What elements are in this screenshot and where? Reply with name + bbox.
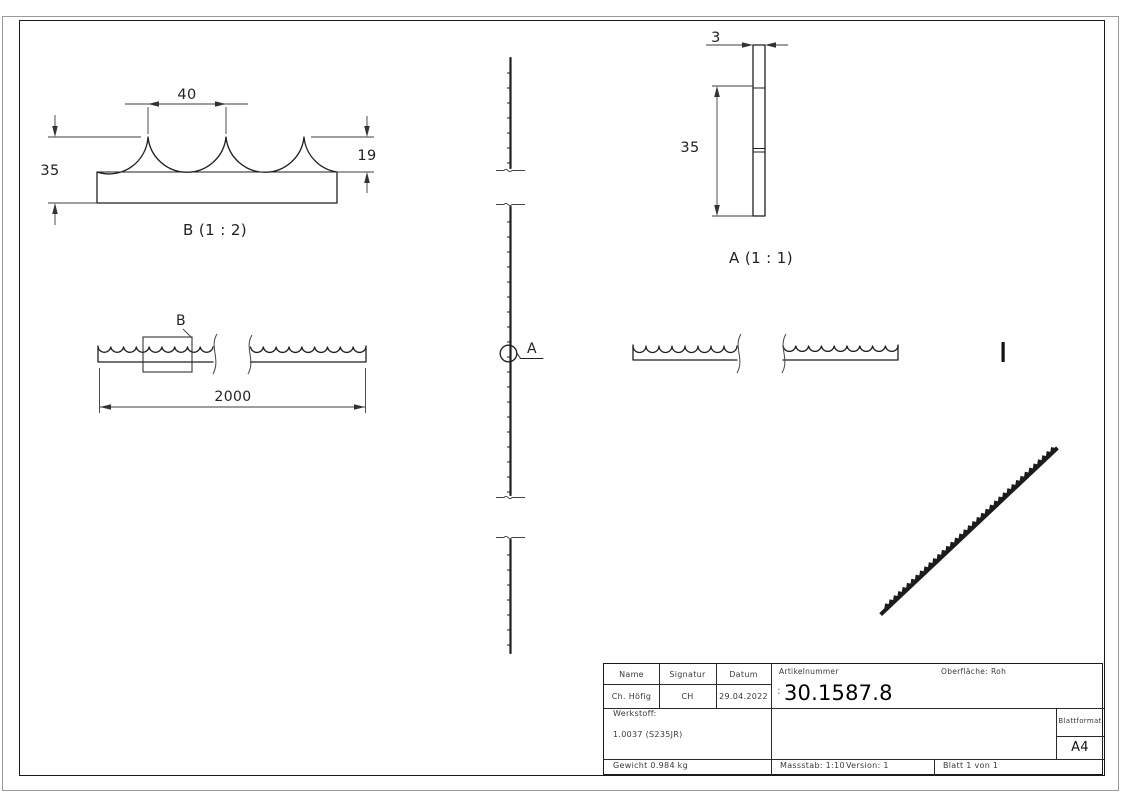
rear-strip-break-lines — [736, 333, 787, 374]
titleblock-oberflaeche-value: Roh — [991, 667, 1007, 676]
titleblock-name-value: Ch. Höfig — [611, 692, 652, 701]
section-a-symbol-circle — [499, 344, 518, 363]
dim-2000-text: 2000 — [214, 389, 252, 405]
edge-view-serration-ticks-1 — [507, 72, 510, 164]
sheet-edge — [2, 16, 1119, 791]
rear-strip-body-left — [632, 344, 738, 361]
drawing-frame — [19, 20, 1105, 776]
titleblock-blatt: Blatt 1 von 1 — [943, 761, 999, 770]
titleblock-signatur-value: CH — [681, 692, 694, 701]
dim-3-arrow-left — [742, 42, 753, 48]
dim-40-lines — [125, 103, 248, 134]
dim-35-arrow-bottom — [52, 203, 58, 214]
titleblock-artikelnummer-cursor: : — [777, 684, 782, 697]
front-strip-waves-left — [97, 346, 214, 353]
detail-b-label: B (1 : 2) — [182, 221, 248, 239]
front-strip-body-left — [97, 345, 214, 363]
front-strip-body-right — [249, 345, 367, 363]
section-a-symbol-flag — [516, 352, 544, 359]
dim-2000-arrow-left — [100, 404, 111, 410]
dim-2000-lines — [99, 368, 366, 413]
edge-view-break-1 — [496, 168, 525, 173]
titleblock-datum-value: 29.04.2022 — [719, 692, 768, 701]
edge-view-break-4 — [496, 535, 525, 540]
dim-19-arrow-bottom — [364, 172, 370, 183]
dim-35-arrow-top — [52, 126, 58, 137]
titleblock-werkstoff-label: Werkstoff: — [613, 709, 657, 718]
dim-35-lines — [48, 115, 141, 225]
rear-strip-body-right — [782, 344, 899, 361]
titleblock-grid-line — [659, 664, 660, 708]
edge-view-serration-ticks-2 — [507, 221, 510, 493]
dim-40-arrow-left — [148, 101, 159, 107]
titleblock-header-name: Name — [619, 670, 644, 679]
titleblock-grid-line — [1056, 736, 1104, 737]
dim-19-text: 19 — [357, 148, 377, 164]
section-a-label: A (1 : 1) — [728, 249, 794, 267]
titleblock-artikelnummer-label: Artikelnummer — [779, 667, 839, 676]
dim-3-text: 3 — [711, 30, 721, 46]
titleblock-grid-line — [1056, 708, 1057, 759]
dim-35s-arrow-bottom — [714, 205, 720, 216]
titleblock-gewicht: Gewicht 0.984 kg — [613, 761, 688, 770]
isometric-view — [879, 446, 1059, 616]
detail-b-marker: B — [175, 313, 187, 329]
front-strip-break-lines — [212, 333, 253, 375]
detail-b-box — [142, 336, 193, 373]
titleblock-werkstoff-value: 1.0037 (S235JR) — [613, 730, 683, 739]
titleblock-grid-line — [716, 664, 717, 708]
titleblock-grid-line — [604, 708, 1104, 709]
detail-b-profile — [96, 136, 338, 204]
edge-view-break-3 — [496, 495, 525, 500]
dim-35-text: 35 — [40, 163, 60, 179]
titleblock-grid-line — [934, 759, 935, 776]
dim-40-text: 40 — [177, 87, 197, 103]
titleblock-grid-line — [604, 684, 771, 685]
isometric-serrated-strip — [879, 446, 1059, 616]
titleblock-header-datum: Datum — [729, 670, 758, 679]
rear-strip-waves-right — [782, 345, 899, 352]
dim-2000-arrow-right — [354, 404, 365, 410]
titleblock-blattformat-label: Blattformat — [1058, 717, 1102, 725]
dim-35s-text: 35 — [680, 140, 700, 156]
titleblock-header-signatur: Signatur — [669, 670, 706, 679]
titleblock-oberflaeche-label: Oberfläche: — [941, 667, 988, 676]
dim-3-arrow-right — [765, 42, 776, 48]
titleblock-grid-line — [771, 664, 772, 776]
titleblock-massstab: Massstab: 1:10 — [780, 761, 845, 770]
section-a-bar — [752, 44, 766, 217]
section-a-marker: A — [527, 341, 537, 357]
titleblock-version: Version: 1 — [846, 761, 889, 770]
section-a-internal-edges — [752, 87, 766, 153]
titleblock-blattformat-value: A4 — [1071, 740, 1089, 755]
dim-35s-arrow-top — [714, 86, 720, 97]
dim-40-arrow-right — [215, 101, 226, 107]
dim-19-lines — [311, 116, 374, 193]
titleblock-grid-line — [604, 759, 1104, 760]
rear-strip-waves-left — [632, 345, 738, 354]
front-strip-waves-right — [249, 346, 367, 354]
detail-b-leader — [182, 328, 193, 339]
dim-35s-lines — [712, 85, 753, 217]
dim-19-arrow-top — [364, 126, 370, 137]
end-view-bar — [1001, 342, 1005, 362]
edge-view-serration-ticks-3 — [507, 554, 510, 646]
titleblock-artikelnummer-value: 30.1587.8 — [784, 681, 893, 705]
title-block: Name Signatur Datum Ch. Höfig CH 29.04.2… — [603, 663, 1104, 776]
edge-view-break-2 — [496, 202, 525, 207]
